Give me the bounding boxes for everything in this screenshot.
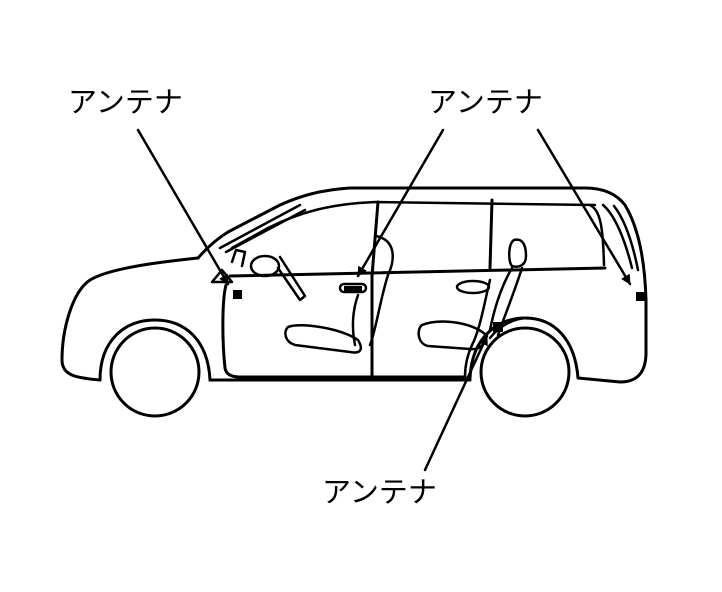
- car-body-outline: [60, 186, 648, 418]
- antenna-marker-rear-door: [493, 322, 503, 332]
- antenna-marker-front-door: [233, 290, 242, 299]
- antenna-label-bottom: アンテナ: [322, 475, 437, 509]
- leader-arrows: [136, 128, 632, 472]
- car-interior: [230, 234, 528, 354]
- antenna-label-front: アンテナ: [68, 85, 183, 119]
- antenna-marker-rear: [636, 292, 645, 301]
- antenna-label-top-right: アンテナ: [428, 85, 543, 119]
